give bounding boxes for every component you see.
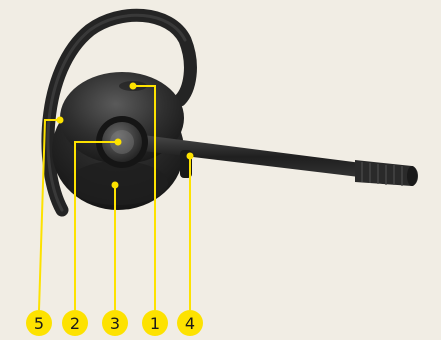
callout-4: 4 <box>177 310 203 336</box>
anchor-1 <box>130 83 137 90</box>
callout-4-label: 4 <box>185 314 195 333</box>
anchor-3 <box>112 182 119 189</box>
callout-badges: 5 2 3 1 4 <box>26 310 203 336</box>
callout-1: 1 <box>142 310 168 336</box>
callout-3: 3 <box>102 310 128 336</box>
callout-5-label: 5 <box>34 314 44 333</box>
callout-2-label: 2 <box>70 314 80 333</box>
callout-1-label: 1 <box>150 314 160 333</box>
callout-5: 5 <box>26 310 52 336</box>
anchor-5 <box>57 117 64 124</box>
anchor-4 <box>187 153 194 160</box>
callout-3-label: 3 <box>110 314 120 333</box>
anchor-2 <box>115 139 122 146</box>
callout-2: 2 <box>62 310 88 336</box>
